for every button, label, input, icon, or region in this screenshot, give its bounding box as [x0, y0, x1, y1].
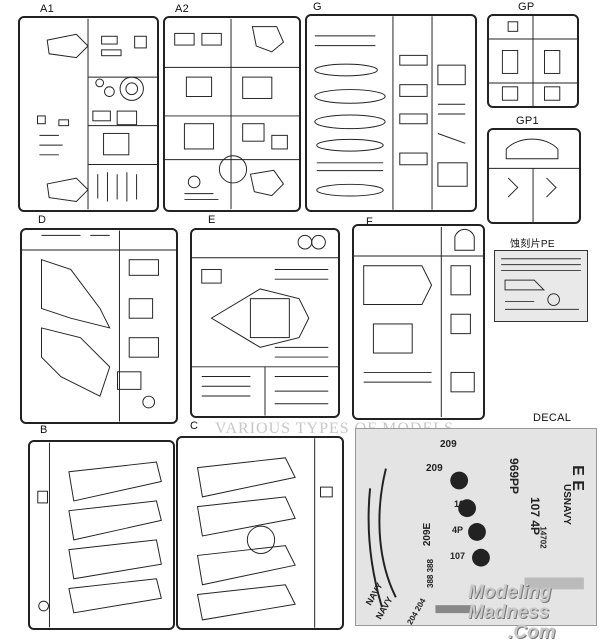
- sprue-frame-f: [352, 224, 485, 420]
- sprue-label-a1: A1: [40, 3, 55, 15]
- sprue-label-f: F: [366, 216, 374, 228]
- decal-text-14702: 14702: [538, 526, 548, 549]
- decal-text-209b: 209: [440, 439, 457, 450]
- sprue-frame-c: [176, 436, 344, 630]
- watermark-line3: .Com: [508, 622, 556, 643]
- decal-text-ee: E E: [568, 465, 586, 491]
- sprue-label-gp: GP: [518, 1, 535, 13]
- sprue-b-parts: [37, 442, 162, 628]
- sprue-label-c: C: [190, 420, 199, 432]
- sprue-label-pe: 蚀刻片PE: [510, 239, 555, 250]
- sprue-g-parts: [314, 16, 468, 210]
- decal-text-969pp: 969PP: [507, 457, 522, 495]
- sprue-frame-a1: [18, 16, 159, 212]
- sprue-e-parts: [192, 234, 338, 416]
- sprue-d-parts: [22, 230, 176, 422]
- watermark-line2: Madness: [468, 602, 550, 623]
- sprue-frame-b: [28, 440, 175, 630]
- sprue-c-parts: [196, 438, 333, 628]
- sprue-frame-e: [190, 228, 340, 418]
- sprue-label-decal: DECAL: [533, 412, 572, 424]
- sprue-a2-parts: [165, 18, 299, 210]
- decal-text-209e: 209E: [422, 522, 434, 547]
- sprue-frame-gp: [487, 14, 579, 108]
- sprue-label-b: B: [40, 424, 48, 436]
- sprue-frame-a2: [163, 16, 301, 212]
- sprue-label-a2: A2: [175, 3, 190, 15]
- sprue-label-gp1: GP1: [516, 115, 539, 127]
- decal-text-388: 388 388: [425, 559, 435, 588]
- photo-etch-sheet: [494, 250, 588, 322]
- decal-text-4p: 4P: [452, 525, 464, 535]
- sprue-label-e: E: [208, 214, 216, 226]
- sprue-f-parts: [354, 226, 483, 418]
- sprue-a1-parts: [37, 18, 157, 210]
- sprue-gp-parts: [489, 16, 577, 106]
- watermark-line1: Modeling: [468, 582, 552, 603]
- decal-text-209a: 209: [426, 463, 443, 474]
- sprue-gp1-parts: [489, 138, 579, 222]
- sprue-frame-g: [305, 14, 477, 212]
- sprue-frame-d: [20, 228, 178, 424]
- decal-text-107: 107: [454, 499, 470, 509]
- watermark-corner: Modeling Madness .Com: [468, 583, 600, 643]
- sprue-frame-gp1: [487, 128, 581, 224]
- decal-sheet: NAVY NAVY 209 209 209E 969PP 107 4P USNA…: [355, 428, 597, 626]
- sprue-label-d: D: [38, 214, 47, 226]
- sprue-label-g: G: [313, 1, 322, 13]
- decal-text-107b: 107: [450, 551, 466, 561]
